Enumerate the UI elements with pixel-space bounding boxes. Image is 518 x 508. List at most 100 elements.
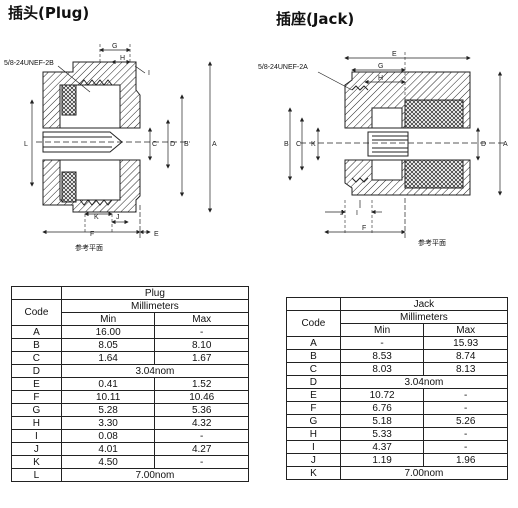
- min-cell: 5.18: [339, 414, 425, 428]
- code-cell: D: [11, 364, 62, 378]
- svg-text:C: C: [152, 141, 157, 148]
- max-cell: 5.36: [154, 403, 249, 417]
- table-spacer: [11, 286, 62, 300]
- min-cell: 0.08: [60, 429, 156, 443]
- max-cell: 4.27: [154, 442, 249, 456]
- svg-text:I: I: [148, 70, 150, 77]
- min-cell: 0.41: [60, 377, 156, 391]
- svg-text:L: L: [24, 141, 28, 148]
- max-cell: 1.52: [154, 377, 249, 391]
- svg-text:J: J: [340, 210, 344, 217]
- max-cell: 5.26: [423, 414, 508, 428]
- min-cell: 10.72: [339, 388, 425, 402]
- nominal-cell: 3.04nom: [339, 375, 509, 389]
- max-cell: 8.13: [423, 362, 508, 376]
- min-cell: 16.00: [60, 325, 156, 339]
- min-cell: 5.28: [60, 403, 156, 417]
- svg-text:G: G: [112, 43, 117, 50]
- min-cell: 3.30: [60, 416, 156, 430]
- plug-drawing: [29, 44, 213, 240]
- svg-text:K: K: [311, 141, 316, 148]
- svg-text:B: B: [284, 141, 289, 148]
- code-cell: J: [11, 442, 62, 456]
- code-cell: E: [11, 377, 62, 391]
- max-cell: -: [423, 427, 508, 441]
- svg-text:D: D: [170, 141, 175, 148]
- max-cell: -: [154, 429, 249, 443]
- svg-text:A: A: [212, 141, 217, 148]
- code-header: Code: [11, 299, 62, 326]
- code-cell: C: [286, 362, 341, 376]
- code-cell: J: [286, 453, 341, 467]
- max-cell: 8.74: [423, 349, 508, 363]
- svg-text:B: B: [184, 141, 189, 148]
- nominal-cell: 7.00nom: [60, 468, 250, 482]
- code-cell: A: [11, 325, 62, 339]
- code-cell: G: [11, 403, 62, 417]
- svg-text:F: F: [362, 225, 366, 232]
- max-cell: 4.32: [154, 416, 249, 430]
- max-cell: 10.46: [154, 390, 249, 404]
- svg-text:A: A: [503, 141, 508, 148]
- svg-text:E: E: [392, 51, 397, 58]
- plug-thread-label: 5/8-24UNEF-2B: [4, 60, 54, 67]
- code-cell: C: [11, 351, 62, 365]
- table-title: Plug: [60, 286, 250, 300]
- jack-drawing: [287, 52, 505, 240]
- table-title: Jack: [339, 297, 509, 311]
- code-cell: E: [286, 388, 341, 402]
- max-cell: 1.67: [154, 351, 249, 365]
- min-cell: 4.37: [339, 440, 425, 454]
- min-cell: 8.53: [339, 349, 425, 363]
- min-cell: 1.64: [60, 351, 156, 365]
- table-row: A-15.93: [286, 336, 508, 350]
- code-cell: A: [286, 336, 341, 350]
- max-cell: -: [423, 401, 508, 415]
- jack-reference-plane-label: 参考平面: [418, 239, 446, 247]
- svg-text:H: H: [120, 55, 125, 62]
- max-cell: 1.96: [423, 453, 508, 467]
- min-cell: 5.33: [339, 427, 425, 441]
- max-cell: -: [423, 440, 508, 454]
- svg-text:H: H: [378, 75, 383, 82]
- min-cell: 10.11: [60, 390, 156, 404]
- code-cell: F: [286, 401, 341, 415]
- code-cell: B: [286, 349, 341, 363]
- nominal-cell: 3.04nom: [60, 364, 250, 378]
- code-header: Code: [286, 310, 341, 337]
- min-header: Min: [60, 312, 156, 326]
- max-cell: 15.93: [423, 336, 508, 350]
- svg-text:F: F: [90, 231, 94, 238]
- jack-thread-label: 5/8-24UNEF-2A: [258, 64, 308, 71]
- max-header: Max: [154, 312, 249, 326]
- plug-reference-plane-label: 参考平面: [75, 244, 103, 252]
- svg-text:I: I: [356, 210, 358, 217]
- code-cell: L: [11, 468, 62, 482]
- code-cell: F: [11, 390, 62, 404]
- code-cell: G: [286, 414, 341, 428]
- code-cell: K: [286, 466, 341, 480]
- code-cell: H: [11, 416, 62, 430]
- max-cell: 8.10: [154, 338, 249, 352]
- code-cell: D: [286, 375, 341, 389]
- min-header: Min: [339, 323, 425, 337]
